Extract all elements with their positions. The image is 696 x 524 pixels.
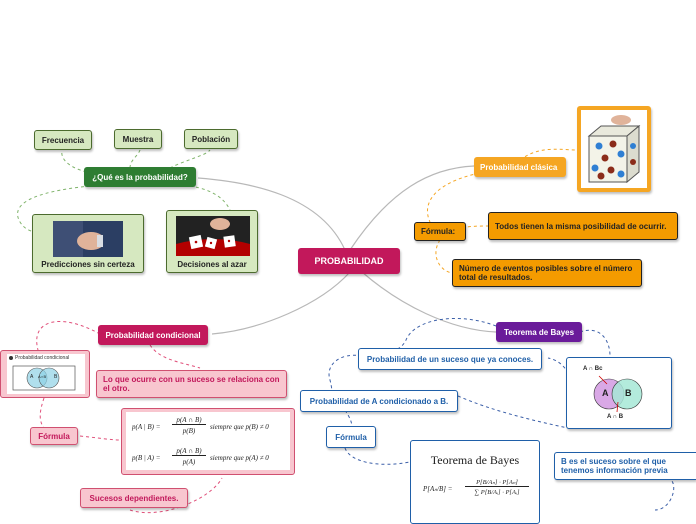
venn-intersection-label: A∩B	[38, 374, 47, 379]
formula-clasica-node[interactable]: Fórmula:	[414, 222, 466, 241]
pink-dashes	[36, 321, 223, 514]
numero-eventos-node[interactable]: Número de eventos posibles sobre el núme…	[452, 259, 642, 287]
dice-image	[176, 216, 250, 256]
condicional-image-card[interactable]: Probabilidad condicional A A∩B B	[0, 350, 90, 398]
venn-bayes-card[interactable]: A ∩ Bc A B A ∩ B	[566, 357, 672, 429]
eq1-condition: siempre que p(B) ≠ 0	[210, 423, 269, 431]
frecuencia-node[interactable]: Frecuencia	[34, 130, 92, 150]
predicciones-card[interactable]: Predicciones sin certeza	[32, 214, 144, 273]
bayes-formula-numerator: P[B/Aₙ] · P[Aₙ]	[465, 478, 529, 487]
bayes-card-title: Teorema de Bayes	[430, 453, 520, 467]
bayes-formula-denominator: ∑ P[B/Aᵢ] · P[Aᵢ]	[474, 489, 520, 496]
eq2-condition: siempre que p(A) ≠ 0	[210, 454, 269, 462]
decisiones-caption: Decisiones al azar	[177, 260, 247, 269]
venn-bayes-b-label: B	[625, 388, 632, 398]
lo-que-ocurre-node[interactable]: Lo que ocurre con un suceso se relaciona…	[96, 370, 287, 398]
sucesos-dependientes-node[interactable]: Sucesos dependientes.	[80, 488, 188, 508]
formula-bayes-node[interactable]: Fórmula	[326, 426, 376, 448]
eq2-numerator: p(A ∩ B)	[172, 447, 206, 456]
handshake-image	[53, 221, 123, 257]
poblacion-node[interactable]: Población	[184, 129, 238, 149]
eq2-denominator: p(A)	[182, 458, 196, 466]
muestra-node[interactable]: Muestra	[114, 129, 162, 149]
venn-a-bc-label: A ∩ Bc	[583, 366, 603, 372]
urn-image-card[interactable]	[577, 106, 651, 192]
eq2-lhs: p(B | A) =	[132, 454, 161, 462]
eq1-lhs: p(A | B) =	[132, 423, 161, 431]
formula-condicional-card[interactable]: p(A | B) = p(A ∩ B) p(B) siempre que p(B…	[121, 408, 295, 475]
venn-a-n-b-label: A ∩ B	[607, 414, 624, 420]
b-suceso-previo-node[interactable]: B es el suceso sobre el que tenemos info…	[554, 452, 696, 480]
probabilidad-condicional-node[interactable]: Probabilidad condicional	[98, 325, 208, 345]
bayes-formula-lhs: P[Aₙ/B] =	[423, 485, 453, 493]
eq1-denominator: p(B)	[182, 427, 196, 435]
eq1-numerator: p(A ∩ B)	[172, 416, 206, 425]
image-card-dot-icon	[9, 356, 13, 360]
urn-image	[581, 110, 647, 188]
bayes-formula-card[interactable]: Teorema de Bayes P[Aₙ/B] = P[B/Aₙ] · P[A…	[410, 440, 540, 524]
venn-b-label: B	[54, 374, 58, 380]
green-dashes	[17, 149, 231, 233]
main-branches	[197, 165, 497, 335]
que-es-probabilidad-node[interactable]: ¿Qué es la probabilidad?	[84, 167, 196, 187]
a-condicionado-b-node[interactable]: Probabilidad de A condicionado a B.	[300, 390, 458, 412]
formula-condicional-node[interactable]: Fórmula	[30, 427, 78, 445]
condicional-card-title: Probabilidad condicional	[15, 355, 70, 361]
central-node[interactable]: PROBABILIDAD	[298, 248, 400, 274]
venn-bayes-a-label: A	[602, 388, 609, 398]
teorema-bayes-node[interactable]: Teorema de Bayes	[496, 322, 582, 342]
suceso-conocido-node[interactable]: Probabilidad de un suceso que ya conoces…	[358, 348, 542, 370]
venn-bayes-icon	[593, 375, 643, 413]
probabilidad-clasica-node[interactable]: Probabilidad clásica	[474, 157, 566, 177]
venn-a-label: A	[30, 374, 34, 380]
todos-misma-posibilidad-node[interactable]: Todos tienen la misma posibilidad de ocu…	[488, 212, 678, 240]
predicciones-caption: Predicciones sin certeza	[41, 260, 135, 269]
venn-condicional-icon	[12, 365, 76, 391]
decisiones-card[interactable]: Decisiones al azar	[166, 210, 258, 273]
